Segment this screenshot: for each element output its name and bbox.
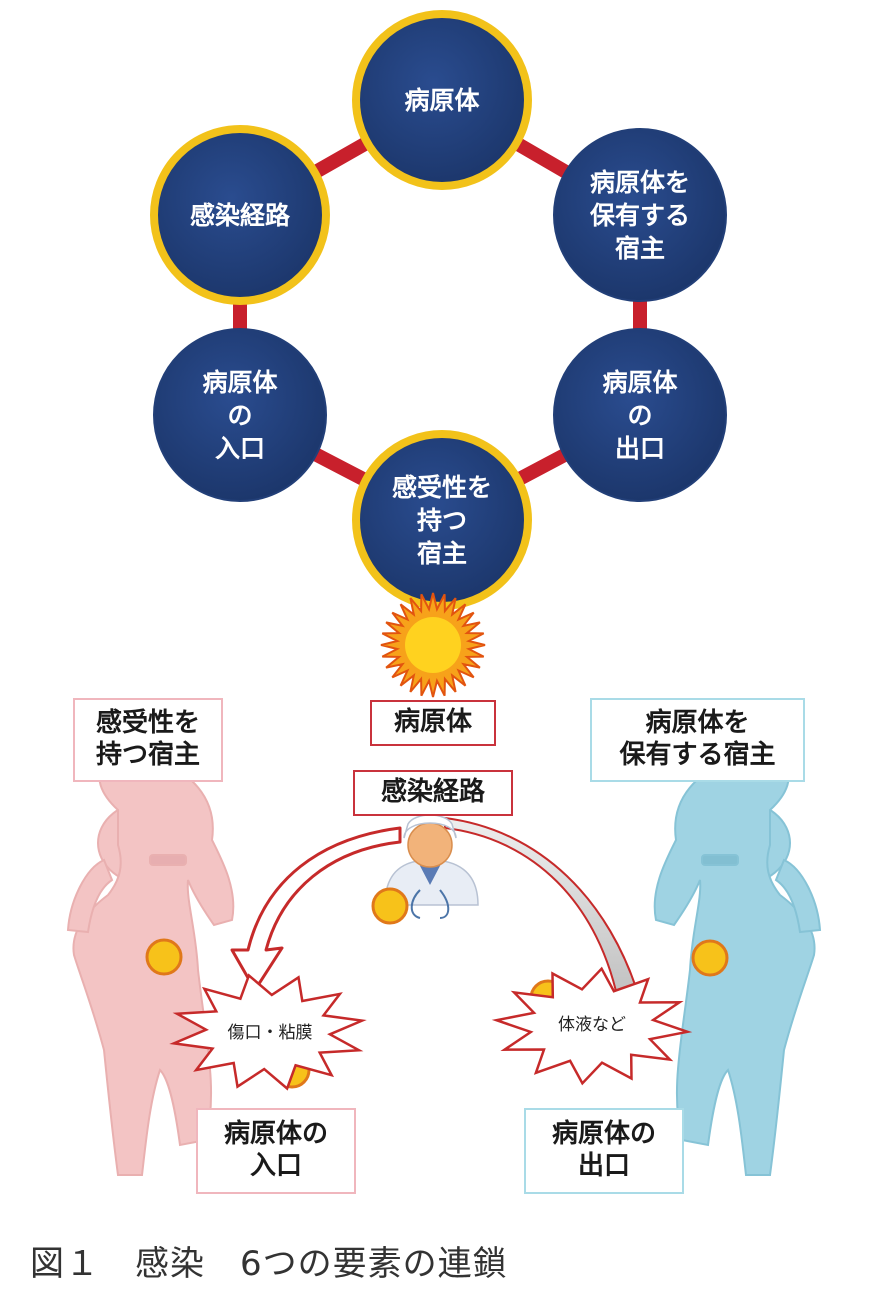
cycle-node-transmission-route: 感染経路 [150, 125, 330, 305]
cycle-node-pathogen: 病原体 [352, 10, 532, 190]
exit-burst-label: 体液など [558, 1015, 626, 1035]
cycle-node-label: 病原体 [404, 86, 480, 115]
cycle-node-label: 感受性を [392, 473, 492, 502]
cycle-node-label: 病原体 [202, 368, 278, 397]
cycle-node-label: の [227, 401, 252, 430]
entry-burst-label: 傷口・粘膜 [228, 1023, 313, 1043]
pathogen-dot-nurse [371, 887, 409, 925]
reservoir-host-figure [653, 753, 822, 1176]
cycle-node-circle [150, 125, 330, 305]
cycle-node-circle [553, 128, 727, 302]
pathogen-dot-right-body [691, 939, 729, 977]
cycle-node-label: 宿主 [417, 539, 467, 568]
label-reservoir-host: 病原体を 保有する宿主 [590, 698, 805, 782]
pathogen-sun-core [405, 617, 461, 673]
cycle-node-label: 保有する [589, 201, 690, 230]
cycle-node-label: 宿主 [615, 234, 665, 263]
cycle-node-label: 病原体 [602, 368, 678, 397]
cycle-node-label: 出口 [615, 434, 665, 463]
label-transmission-route: 感染経路 [353, 770, 513, 816]
figure-caption: 図１ 感染 6つの要素の連鎖 [30, 1244, 508, 1284]
exit-burst-shape [491, 966, 693, 1086]
cycle-node-label: 入口 [215, 434, 265, 463]
cycle-node-label: 病原体を [590, 168, 690, 197]
healthcare-worker-icon [384, 814, 479, 919]
label-pathogen: 病原体 [370, 700, 496, 746]
entry-burst-shape [169, 973, 367, 1091]
cycle-node-label: の [627, 401, 652, 430]
cycle-node-circle [352, 10, 532, 190]
label-exit-portal: 病原体の 出口 [524, 1108, 684, 1194]
cycle-node-label: 持つ [417, 506, 467, 535]
label-susceptible-host: 感受性を 持つ宿主 [73, 698, 223, 782]
cycle-node-circle [553, 328, 727, 502]
pathogen-dot-left-body [145, 938, 183, 976]
label-entry-portal: 病原体の 入口 [196, 1108, 356, 1194]
cycle-node-circle [153, 328, 327, 502]
cycle-node-label: 感染経路 [190, 201, 291, 230]
